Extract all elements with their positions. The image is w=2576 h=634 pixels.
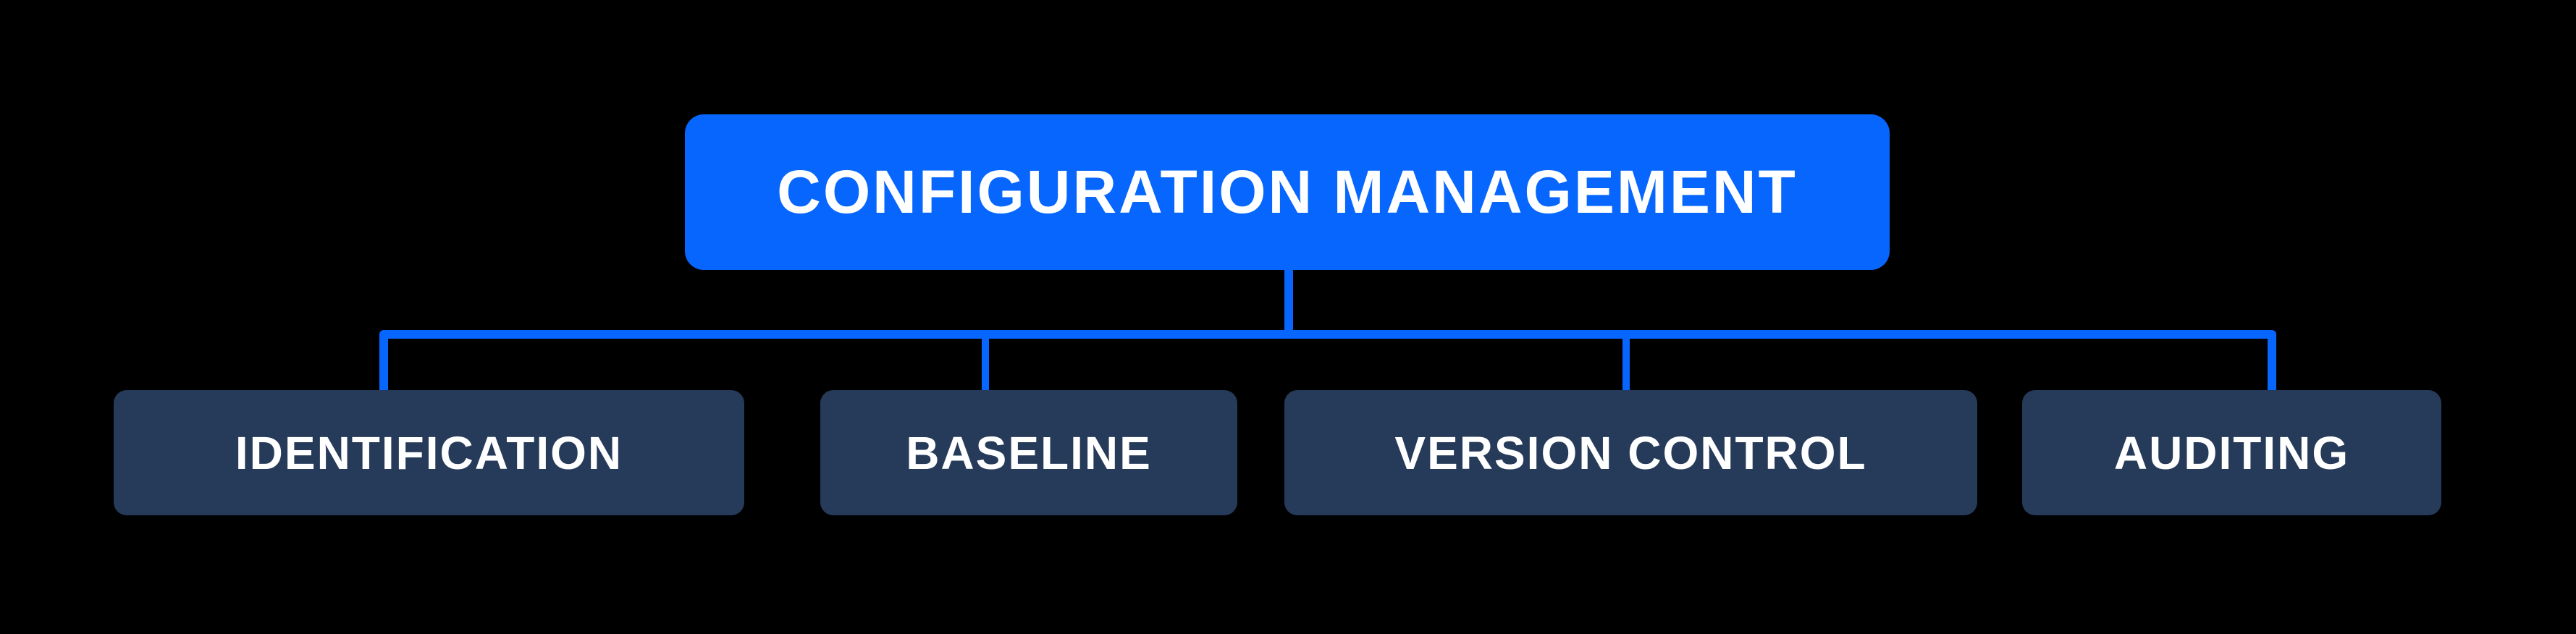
node-configuration-management: CONFIGURATION MANAGEMENT bbox=[685, 114, 1890, 270]
node-auditing-label: AUDITING bbox=[2113, 426, 2350, 479]
node-baseline: BASELINE bbox=[820, 390, 1237, 515]
node-baseline-label: BASELINE bbox=[906, 426, 1152, 479]
node-identification-label: IDENTIFICATION bbox=[235, 426, 623, 479]
node-auditing: AUDITING bbox=[2022, 390, 2441, 515]
node-configuration-management-label: CONFIGURATION MANAGEMENT bbox=[777, 158, 1798, 226]
node-version-control-label: VERSION CONTROL bbox=[1394, 426, 1867, 479]
node-version-control: VERSION CONTROL bbox=[1284, 390, 1977, 515]
node-identification: IDENTIFICATION bbox=[114, 390, 744, 515]
connector-rail bbox=[379, 330, 2276, 392]
